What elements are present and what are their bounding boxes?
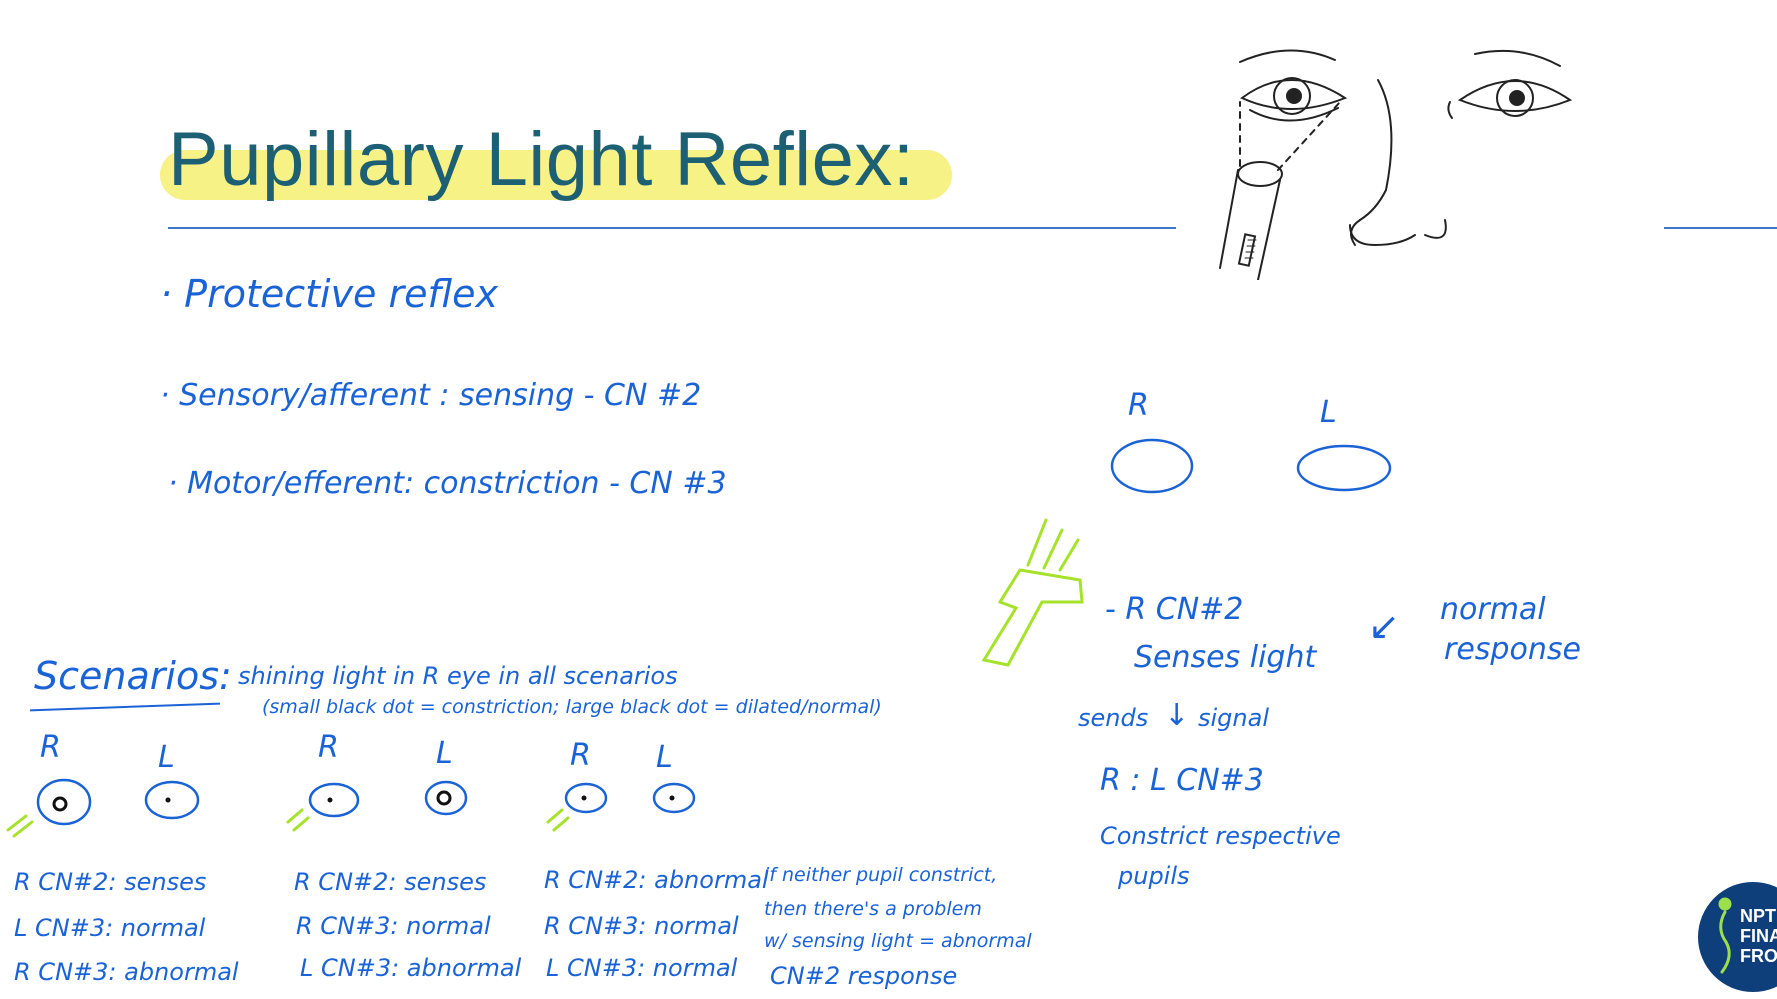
logo-text-2: FINA	[1740, 926, 1777, 946]
note-line-3: w/ sensing light = abnormal	[764, 930, 1032, 952]
s2-line-1: R CN#2: senses	[294, 868, 487, 896]
right-eyes-outline	[1110, 438, 1392, 494]
s2-line-3: L CN#3: abnormal	[300, 954, 522, 982]
face-sketch-illustration	[1219, 49, 1573, 280]
bullet-motor-efferent: · Motor/efferent: constriction - CN #3	[168, 466, 727, 501]
note-response: response	[1444, 632, 1581, 667]
page-title: Pupillary Light Reflex:	[168, 117, 915, 202]
logo-text-1: NPT	[1740, 906, 1776, 926]
right-eye-outline	[1110, 438, 1194, 494]
s1-label-r: R	[40, 730, 61, 765]
penlight-icon	[981, 518, 1084, 667]
arrow-to-note-icon: ↙	[1368, 604, 1400, 648]
logo-text-3: FRO	[1740, 946, 1777, 966]
title-rule	[168, 227, 1176, 229]
s2-label-l: L	[436, 736, 453, 771]
s3-label-r: R	[570, 738, 591, 773]
left-eye-outline	[1296, 444, 1392, 492]
s3-line-2: R CN#3: normal	[544, 912, 739, 940]
right-line-senses: Senses light	[1134, 640, 1317, 675]
scenarios-heading: Scenarios:	[34, 654, 232, 698]
s1-line-3: R CN#3: abnormal	[14, 958, 239, 986]
right-line-signal: signal	[1198, 704, 1269, 732]
right-line-cn3: R : L CN#3	[1100, 763, 1264, 798]
s3-line-3: L CN#3: normal	[546, 954, 738, 982]
title-highlight	[160, 150, 952, 200]
s1-line-1: R CN#2: senses	[14, 868, 207, 896]
s1-line-2: L CN#3: normal	[14, 914, 206, 942]
npt-logo: NPT FINA FRO	[1698, 882, 1777, 992]
right-label-r: R	[1128, 388, 1149, 423]
s3-eyes-diagram	[546, 782, 696, 832]
right-line-cn2: - R CN#2	[1105, 592, 1244, 627]
logo-figure-icon	[1718, 897, 1732, 974]
note-line-4: CN#2 response	[770, 962, 958, 990]
bullet-sensory-afferent: · Sensory/afferent : sensing - CN #2	[160, 378, 702, 413]
s2-eyes-diagram	[286, 780, 468, 832]
note-normal: normal	[1440, 592, 1546, 627]
right-line-sends: sends	[1078, 704, 1149, 732]
right-label-l: L	[1320, 395, 1337, 430]
scenarios-description: shining light in R eye in all scenarios	[238, 662, 678, 690]
note-line-1: if neither pupil constrict,	[764, 864, 998, 886]
s2-line-2: R CN#3: normal	[296, 912, 491, 940]
s1-eyes-diagram	[6, 778, 200, 838]
s2-label-r: R	[318, 730, 339, 765]
scenarios-legend: (small black dot = constriction; large b…	[262, 696, 882, 718]
s1-label-l: L	[158, 740, 175, 775]
scenarios-underline	[30, 702, 220, 712]
down-arrow-icon: ↓	[1164, 698, 1190, 733]
right-line-constrict: Constrict respective	[1100, 822, 1341, 850]
note-line-2: then there's a problem	[764, 898, 982, 920]
title-rule-right	[1664, 227, 1777, 229]
s3-label-l: L	[656, 740, 673, 775]
bullet-protective-reflex: · Protective reflex	[160, 272, 498, 316]
right-line-pupils: pupils	[1118, 862, 1190, 890]
s3-line-1: R CN#2: abnormal	[544, 866, 769, 894]
